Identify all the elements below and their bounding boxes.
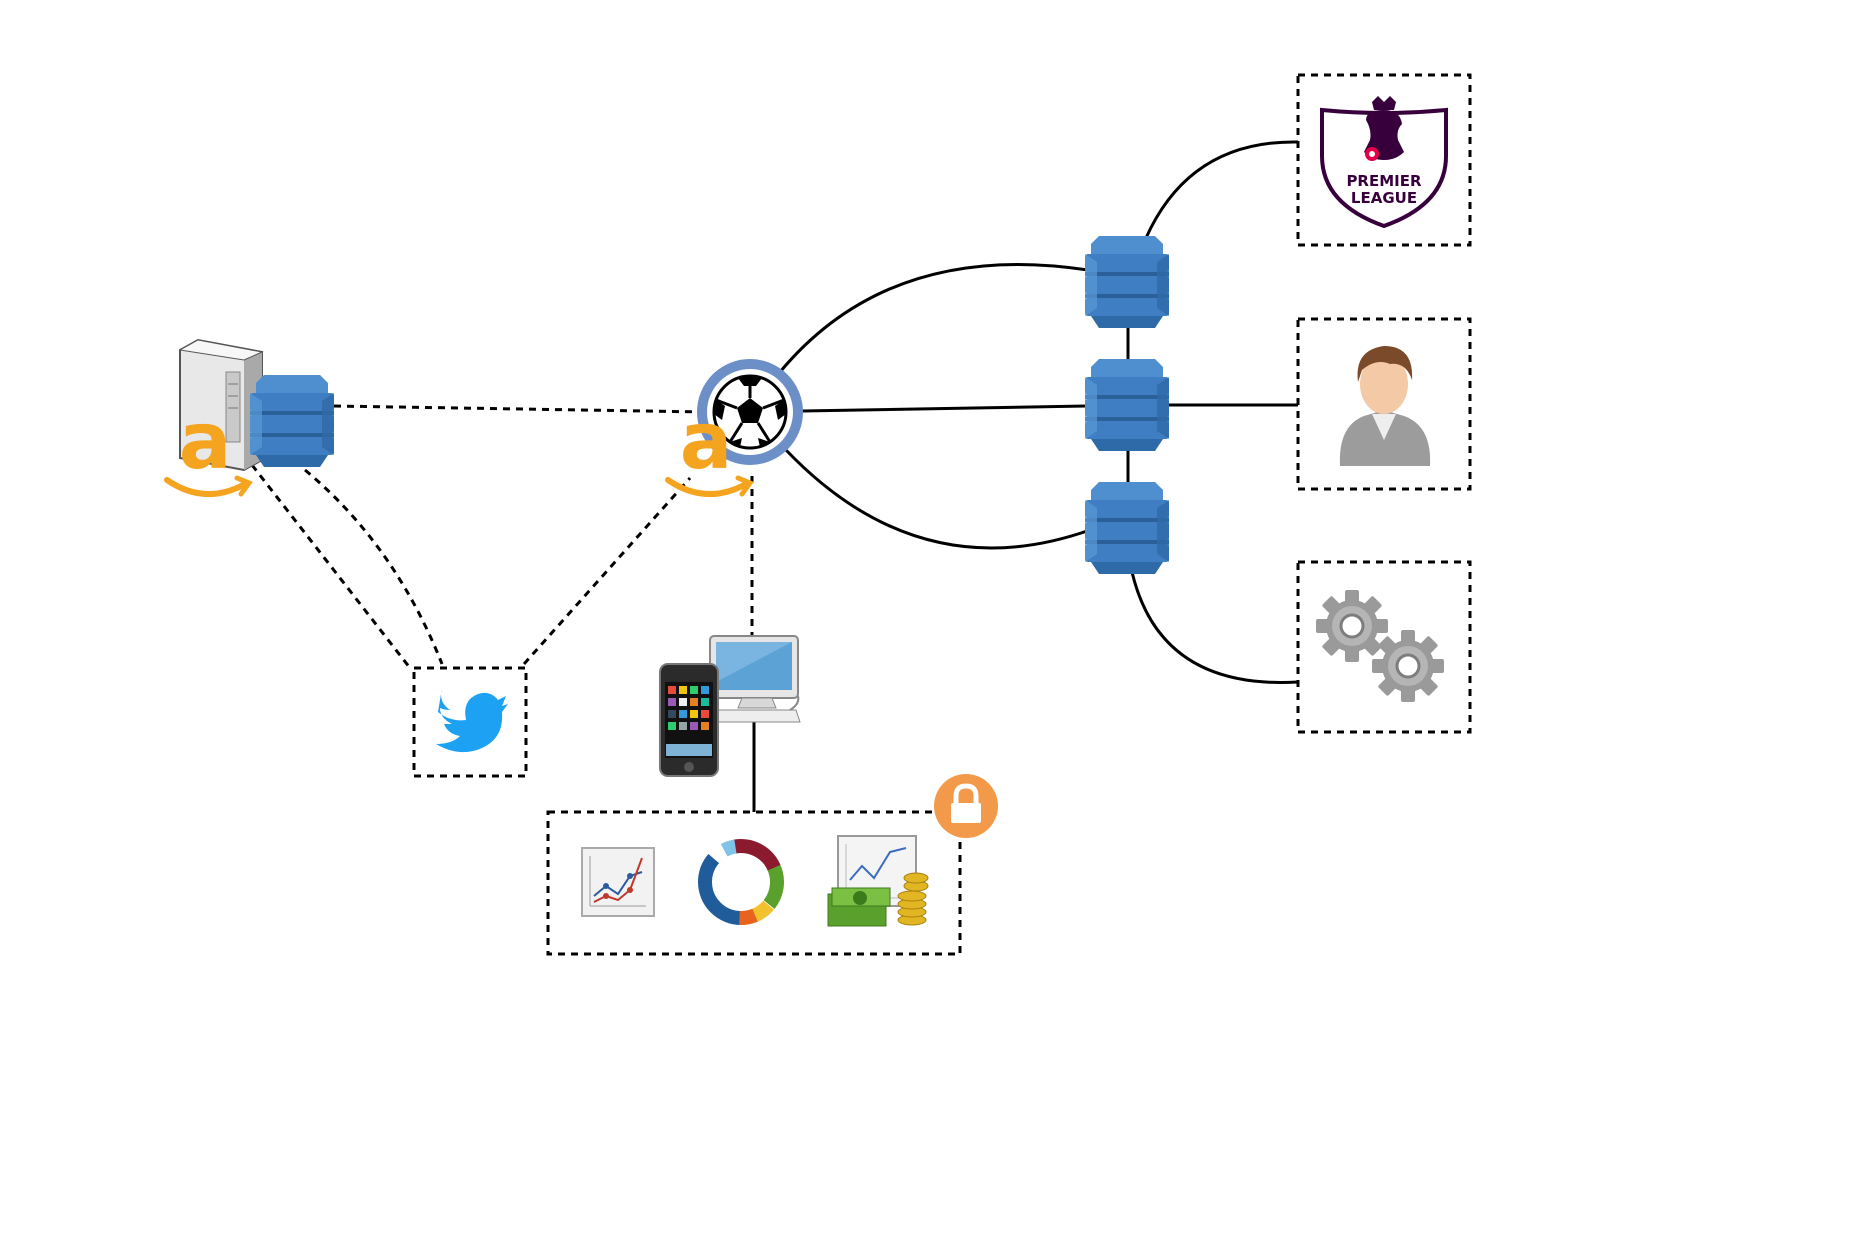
database-icon xyxy=(1085,236,1169,328)
premier-league-logo-line2: LEAGUE xyxy=(1351,189,1417,207)
connector-twitter-to-hub xyxy=(522,477,692,665)
connector-db-top-to-league xyxy=(1144,140,1299,239)
connector-db-bottom-to-gears xyxy=(1130,571,1299,685)
finance-chart-coins-icon xyxy=(827,835,929,927)
line-chart-icon xyxy=(581,847,655,917)
left-aws-node xyxy=(167,338,334,494)
premier-league-logo-icon: PREMIER LEAGUE xyxy=(1320,96,1448,229)
connector-server-to-twitter-b xyxy=(304,468,444,665)
twitter-bird-icon xyxy=(436,688,508,753)
connector-hub-to-db-top xyxy=(778,263,1089,373)
database-icon xyxy=(1085,359,1169,451)
connector-server-to-hub xyxy=(333,404,707,414)
connections xyxy=(250,140,1299,812)
architecture-diagram: a xyxy=(0,73,1472,956)
user-avatar-icon xyxy=(1339,346,1431,466)
database-icon xyxy=(250,375,334,467)
lock-icon xyxy=(934,774,998,838)
connector-hub-to-db-bottom xyxy=(784,448,1091,550)
hub-node xyxy=(668,359,803,494)
connector-server-to-twitter-a xyxy=(250,464,412,669)
connector-hub-to-db-middle xyxy=(801,404,1087,413)
database-icon xyxy=(1085,482,1169,574)
desktop-computer-icon xyxy=(709,635,801,723)
premier-league-logo-line1: PREMIER xyxy=(1346,172,1422,190)
smartphone-icon xyxy=(659,663,719,777)
